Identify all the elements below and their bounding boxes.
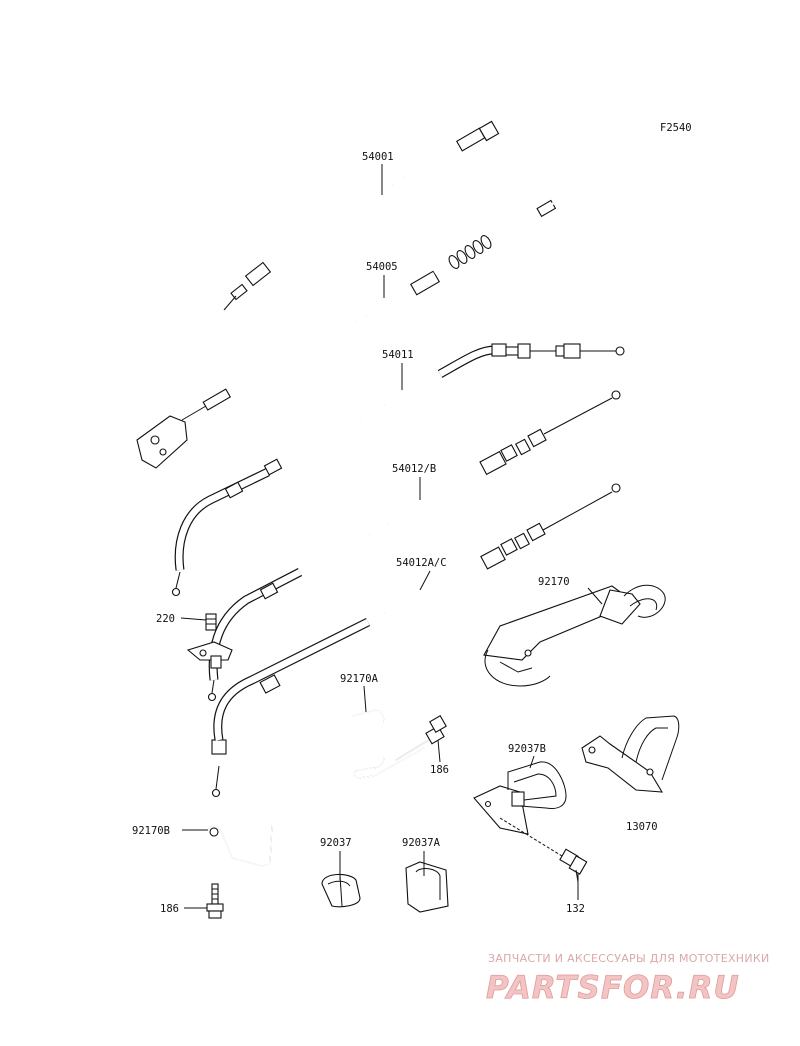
cable-54005 bbox=[136, 184, 593, 469]
callout-186-lower: 186 bbox=[160, 903, 179, 915]
leader-186-upper bbox=[437, 739, 441, 763]
callout-186-upper: 186 bbox=[430, 764, 449, 776]
callout-220: 220 bbox=[156, 613, 175, 625]
callout-13070: 13070 bbox=[626, 821, 658, 833]
part-92037b-bracket bbox=[473, 761, 567, 835]
callout-54001: 54001 bbox=[362, 151, 394, 163]
part-92170-bracket bbox=[483, 584, 666, 687]
callout-54011: 54011 bbox=[382, 349, 414, 361]
leader-92037b bbox=[529, 755, 535, 769]
callout-92170a: 92170A bbox=[340, 673, 379, 685]
watermark-logo: PARTSFOR.RU bbox=[486, 970, 740, 1006]
callout-92170: 92170 bbox=[538, 576, 570, 588]
part-186-bolt-upper bbox=[395, 715, 447, 761]
callout-54012ac: 54012A/C bbox=[396, 557, 447, 569]
part-92170a-bracket bbox=[351, 709, 425, 779]
cable-54011 bbox=[171, 343, 625, 597]
cable-54001 bbox=[223, 120, 500, 311]
callout-92037a: 92037A bbox=[402, 837, 441, 849]
part-220-clamp bbox=[186, 613, 233, 669]
callout-92037b: 92037B bbox=[508, 743, 546, 755]
leader-220 bbox=[180, 617, 207, 621]
callout-132: 132 bbox=[566, 903, 585, 915]
leader-54012ac bbox=[419, 570, 431, 591]
leader-92170a bbox=[363, 685, 367, 713]
part-132-bolt bbox=[499, 817, 588, 883]
callout-54012b: 54012/B bbox=[392, 463, 436, 475]
callout-54005: 54005 bbox=[366, 261, 398, 273]
cable-54012-ac bbox=[211, 483, 621, 798]
leader-92170 bbox=[587, 587, 603, 605]
watermark-tagline: ЗАПЧАСТИ И АКСЕССУАРЫ ДЛЯ МОТОТЕХНИКИ bbox=[488, 952, 770, 965]
part-92037-clip bbox=[321, 873, 361, 908]
callout-92037: 92037 bbox=[320, 837, 352, 849]
figure-code: F2540 bbox=[660, 122, 692, 134]
part-92170b-bracket bbox=[207, 823, 273, 867]
part-13070-guard bbox=[581, 715, 680, 793]
cable-54012-b bbox=[207, 390, 621, 702]
part-186-bolt-lower bbox=[206, 883, 224, 919]
part-92037a-clamp bbox=[405, 861, 449, 913]
callout-92170b: 92170B bbox=[132, 825, 170, 837]
